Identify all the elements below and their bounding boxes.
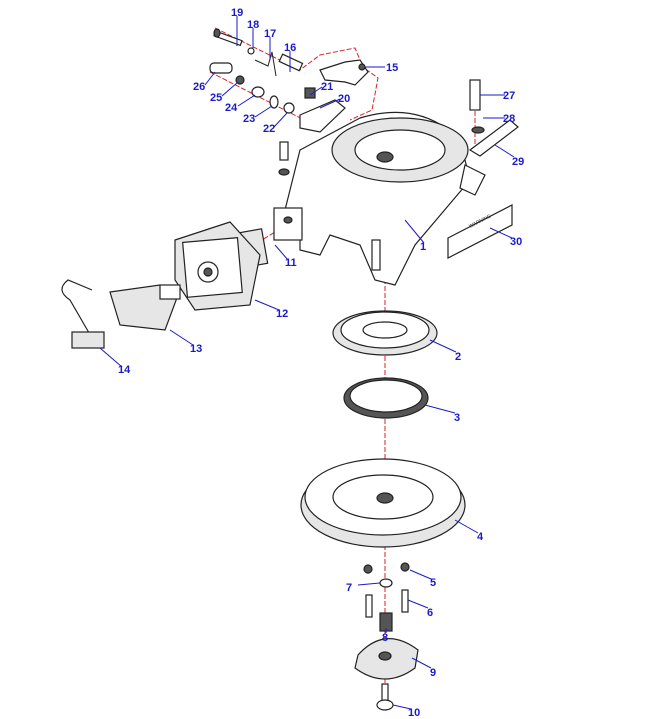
label-part-25: 25 (210, 92, 222, 104)
label-part-26: 26 (193, 81, 205, 93)
label-part-13: 13 (190, 343, 202, 355)
leader-lines (99, 16, 515, 710)
label-part-30: 30 (510, 236, 522, 248)
label-part-21: 21 (321, 81, 333, 93)
label-part-7: 7 (346, 582, 352, 594)
label-part-23: 23 (243, 113, 255, 125)
latch-parts (209, 28, 519, 157)
label-part-27: 27 (503, 90, 515, 102)
label-part-3: 3 (454, 412, 460, 424)
part-2-spring-cover (332, 310, 438, 356)
label-part-11: 11 (285, 257, 297, 269)
part-30-warning-decal: WARNING (447, 204, 513, 259)
part-1-starter-housing (273, 111, 486, 286)
label-part-20: 20 (338, 93, 350, 105)
handle-parts (61, 221, 269, 349)
pawl-parts (354, 562, 419, 711)
label-part-12: 12 (276, 308, 288, 320)
label-part-17: 17 (264, 28, 276, 40)
label-part-4: 4 (477, 531, 484, 543)
label-part-18: 18 (247, 19, 259, 31)
label-part-9: 9 (430, 667, 436, 679)
label-part-16: 16 (284, 42, 296, 54)
label-part-28: 28 (503, 113, 515, 125)
label-part-2: 2 (455, 351, 461, 363)
label-part-1: 1 (420, 241, 426, 253)
label-part-10: 10 (408, 707, 420, 719)
label-part-8: 8 (382, 632, 388, 644)
label-part-14: 14 (118, 364, 131, 376)
part-3-recoil-spring (343, 377, 429, 419)
label-part-15: 15 (386, 62, 398, 74)
label-part-6: 6 (427, 607, 433, 619)
label-part-22: 22 (263, 123, 275, 135)
label-part-5: 5 (430, 577, 436, 589)
label-part-19: 19 (231, 7, 243, 19)
part-labels: 1 2 3 4 5 6 7 8 9 10 11 12 13 14 15 16 1… (118, 7, 524, 719)
part-4-reel (300, 458, 466, 548)
label-part-24: 24 (225, 102, 238, 114)
label-part-29: 29 (512, 156, 524, 168)
